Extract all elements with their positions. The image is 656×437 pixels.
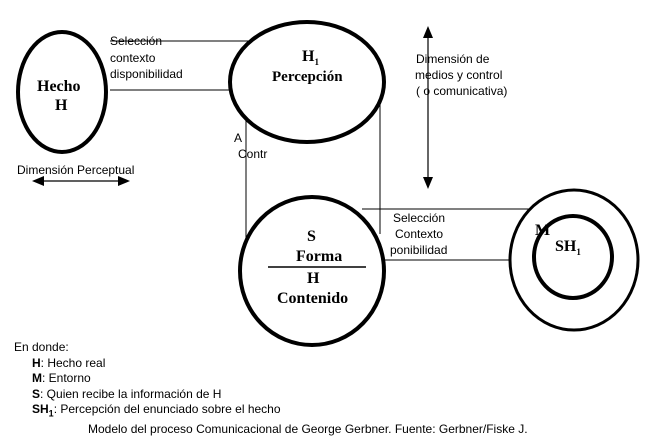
contenido-label: Contenido: [277, 290, 349, 307]
dimension-medios-line1: Dimensión de: [416, 52, 490, 66]
legend-item-s: S: Quien recibe la información de H: [32, 386, 222, 401]
legend-item-sh1: SH1: Percepción del enunciado sobre el h…: [32, 402, 281, 419]
forma-s-symbol: S: [307, 228, 316, 245]
seleccion-bottom-line3: ponibilidad: [390, 243, 448, 257]
legend-item-m: M: Entorno: [32, 371, 91, 385]
dimension-medios-line2: medios y control: [415, 68, 503, 82]
legend-title: En donde:: [14, 340, 69, 354]
seleccion-top-line2: contexto: [110, 51, 156, 65]
percepcion-ellipse: [228, 20, 386, 144]
forma-h-symbol: H: [307, 270, 320, 287]
seleccion-bottom-line2: Contexto: [395, 227, 444, 241]
acceso-partial-line2: Contr: [238, 147, 268, 161]
acceso-partial-line1: A: [234, 131, 243, 145]
percepcion-symbol: H1: [302, 48, 319, 68]
hecho-ellipse: [16, 30, 108, 154]
entorno-symbol: M: [535, 222, 551, 239]
hecho-label: Hecho: [37, 78, 81, 95]
sh1-label: SH1: [555, 238, 581, 258]
sh1-ellipse: [532, 214, 614, 300]
seleccion-top-line3: disponibilidad: [110, 67, 183, 81]
legend-item-h: H: Hecho real: [32, 355, 106, 370]
percepcion-label: Percepción: [272, 69, 343, 85]
seleccion-top-line1: Selección: [110, 34, 163, 48]
arrow-down-icon: [423, 177, 433, 189]
dimension-medios-line3: ( o comunicativa): [416, 84, 508, 98]
dimension-perceptual-label: Dimensión Perceptual: [17, 163, 135, 177]
forma-ellipse: [238, 195, 386, 347]
legend-caption: Modelo del proceso Comunicacional de Geo…: [88, 421, 528, 436]
forma-label: Forma: [296, 248, 343, 265]
arrow-right-icon: [118, 176, 130, 186]
legend: En donde: H: Hecho real M: Entorno S: Qu…: [14, 340, 528, 437]
hecho-symbol: H: [55, 97, 68, 114]
arrow-up-icon: [423, 26, 433, 38]
arrow-left-icon: [32, 176, 44, 186]
seleccion-bottom-line1: Selección: [393, 211, 446, 225]
